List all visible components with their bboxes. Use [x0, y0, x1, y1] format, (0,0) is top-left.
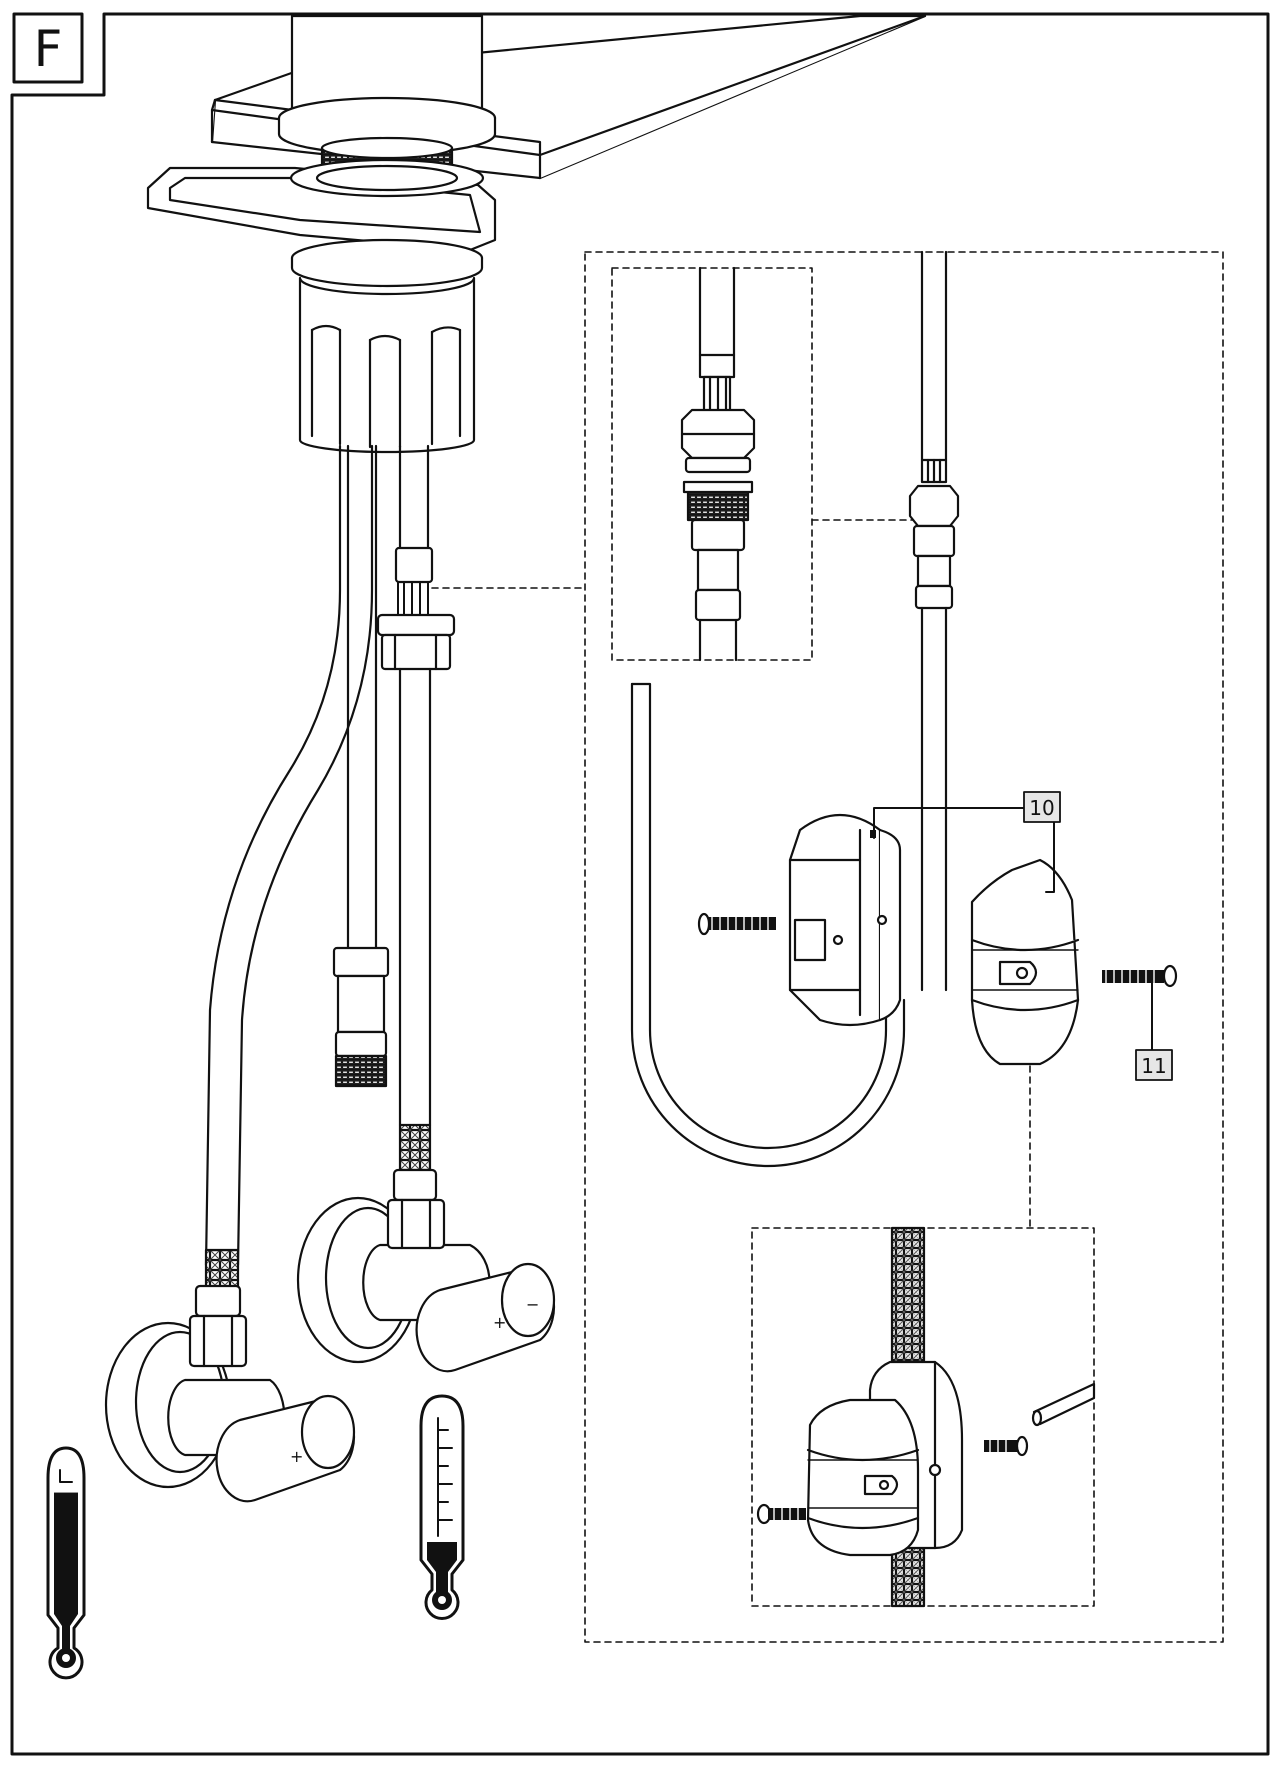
- callout-10: 10: [873, 791, 1061, 893]
- cold-valve-plus-mark: +: [493, 1313, 506, 1332]
- hot-hose-braid: [204, 1248, 240, 1290]
- mounted-screw-right-icon: [984, 1435, 1029, 1457]
- page-frame: [10, 12, 1270, 1756]
- screw-right-icon: [1102, 964, 1178, 988]
- callout-10-label: 10: [1029, 796, 1054, 820]
- callout-11-label: 11: [1141, 1054, 1166, 1078]
- cold-angle-valve: [296, 1168, 556, 1373]
- connector-closeup: [680, 266, 756, 662]
- hot-angle-valve: [104, 1284, 356, 1503]
- mounted-screw-left-icon: [756, 1503, 806, 1525]
- detail-vertical-tube: [908, 250, 960, 992]
- faucet-body: [277, 14, 497, 156]
- detail-panel-frame: [584, 251, 1224, 1643]
- connector-inset-frame: [611, 267, 921, 661]
- detail-u-tube: [630, 682, 906, 1168]
- mounted-clip-assembly: [806, 1360, 964, 1557]
- callout-11: 11: [1135, 981, 1173, 1081]
- step-label-box: F: [12, 12, 84, 84]
- wall-plug-icon: [1031, 1382, 1096, 1427]
- cold-supply-tube: [376, 444, 456, 1173]
- hot-thermometer-icon: [46, 1446, 86, 1680]
- locking-nut: [290, 238, 484, 454]
- cold-thermometer-icon: [419, 1394, 465, 1620]
- hot-supply-hose: [204, 444, 374, 1267]
- cold-valve-minus-mark: −: [526, 1295, 539, 1314]
- mounting-bracket: [146, 158, 497, 252]
- wall-clip-half-a: [788, 813, 902, 1027]
- screw-left-icon: [697, 912, 776, 936]
- wall-clip-half-b: [970, 858, 1080, 1066]
- spare-tube: [332, 444, 390, 1088]
- hot-valve-plus-mark: +: [290, 1447, 303, 1466]
- step-label: F: [34, 20, 63, 78]
